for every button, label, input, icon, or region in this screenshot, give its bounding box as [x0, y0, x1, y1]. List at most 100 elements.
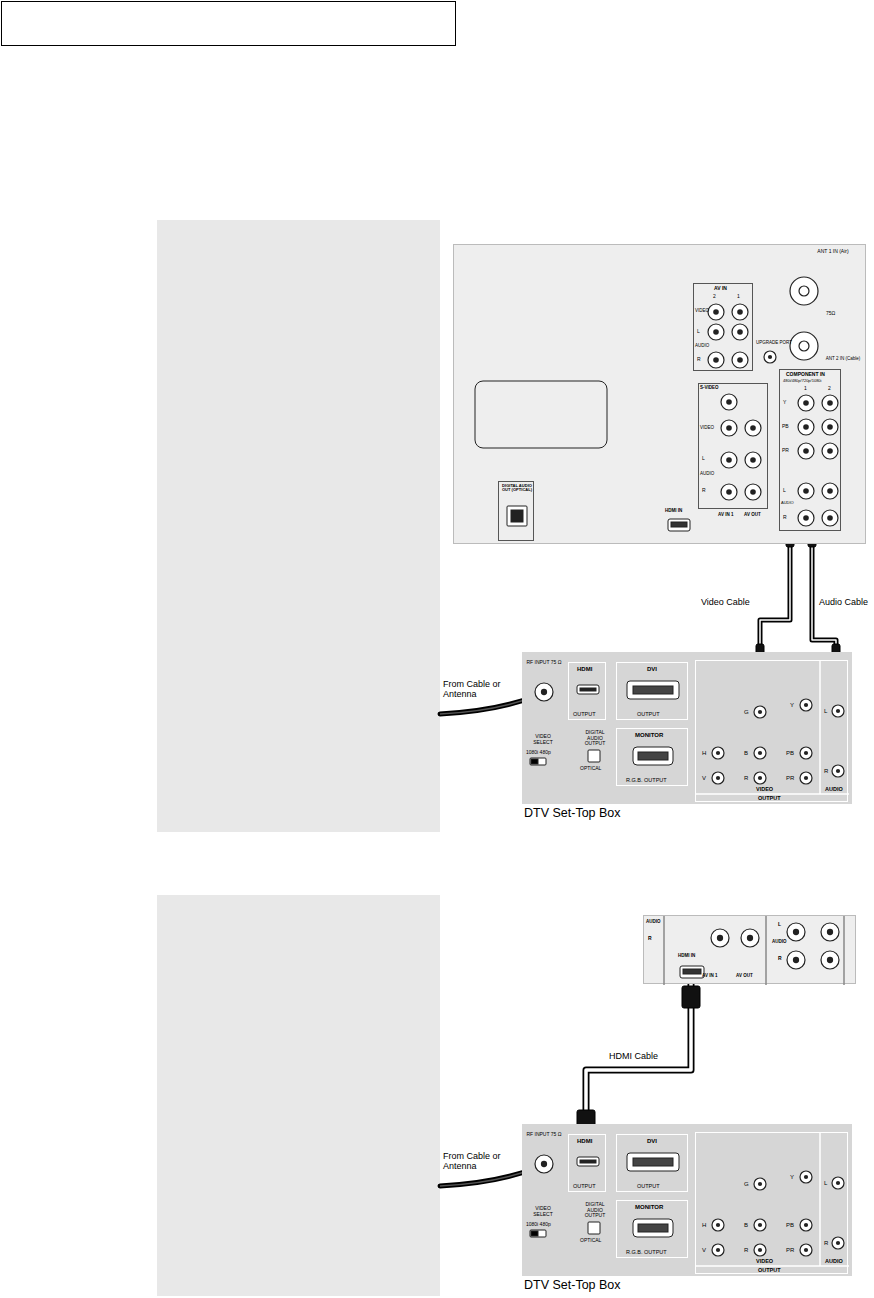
port-label: AUDIO — [825, 786, 843, 792]
port-label: 1 — [804, 386, 807, 392]
jack-core — [737, 329, 743, 335]
port-label: VIDEO — [695, 309, 709, 314]
port-label: PR — [786, 1247, 794, 1254]
jack — [799, 286, 809, 296]
port-label: OUTPUT — [758, 795, 781, 801]
port-label: HDMI IN — [678, 954, 695, 959]
jack-core — [793, 929, 799, 935]
port-label: AUDIO — [825, 1258, 843, 1264]
jack — [800, 1171, 812, 1183]
port-label: V — [702, 1247, 706, 1254]
jack — [721, 420, 737, 436]
jack-core — [799, 341, 809, 351]
jack — [754, 1178, 766, 1190]
jack — [800, 772, 812, 784]
jack — [798, 443, 814, 459]
port-socket — [577, 1157, 599, 1166]
port-label: AUDIO — [700, 472, 714, 477]
port-label: 1 — [737, 294, 740, 300]
jack — [787, 951, 805, 969]
jack-core — [827, 488, 833, 494]
jack-core — [737, 357, 743, 363]
hdmi-output-box: HDMI OUTPUT — [568, 662, 606, 720]
jack-core — [758, 1182, 762, 1186]
cable-connector — [756, 531, 794, 660]
tv-rear-panel-detail: AUDIORAV IN 1AV OUTLAUDIORHDMI IN — [643, 915, 856, 984]
port-label: L — [702, 456, 705, 462]
jack — [535, 1155, 553, 1173]
port-label: L — [783, 488, 786, 494]
port-label: R.G.B. OUTPUT — [626, 777, 667, 783]
port-socket — [638, 1224, 668, 1232]
port-label: OUTPUT — [758, 1267, 781, 1273]
divider-line — [696, 1265, 849, 1267]
port-label: HDMI — [577, 666, 592, 673]
cable-label: Audio Cable — [818, 598, 869, 608]
port-socket — [633, 1158, 673, 1166]
jack-core — [804, 776, 808, 780]
port-label: OUTPUT — [573, 711, 596, 717]
port-label: PR — [786, 775, 794, 782]
port-label: AV IN 1 — [702, 974, 717, 979]
cable-core — [760, 531, 790, 660]
jack-core — [713, 329, 719, 335]
jack-core — [804, 1175, 808, 1179]
port-label: G — [744, 1181, 749, 1188]
port-socket — [507, 506, 527, 526]
jack-core — [758, 710, 762, 714]
jack-core — [804, 751, 808, 755]
port-label: AUDIO — [781, 501, 794, 505]
jack — [754, 706, 766, 718]
port-label: R — [778, 956, 782, 962]
port-label: 2 — [828, 386, 831, 392]
jack-core — [737, 309, 743, 315]
port-drawing — [694, 284, 754, 372]
jack-core — [836, 769, 840, 773]
port-label: DIGITAL AUDIO OUTPUT — [578, 1202, 612, 1219]
port-label: DVI — [647, 666, 657, 673]
jack — [754, 747, 766, 759]
port-socket — [633, 1219, 673, 1237]
port-socket — [580, 1160, 596, 1163]
port-socket — [530, 758, 546, 765]
port-label: COMPONENT IN — [786, 372, 825, 378]
jack-core — [716, 776, 720, 780]
jack-core — [803, 515, 809, 521]
port-socket — [475, 381, 607, 448]
port-label: DVI — [647, 1138, 657, 1145]
av-output-box: GYHBPBVRPRLRVIDEOAUDIOOUTPUT — [695, 660, 848, 802]
jack-core — [827, 424, 833, 430]
port-label: 2 — [713, 294, 716, 300]
cable-label: Video Cable — [700, 598, 751, 608]
jack-core — [793, 957, 799, 963]
port-label: RF INPUT 75 Ω — [526, 660, 562, 666]
port-label: DIGITAL AUDIO OUT (OPTICAL) — [500, 484, 534, 493]
av-output-box: GYHBPBVRPRLRVIDEOAUDIOOUTPUT — [695, 1132, 848, 1274]
port-label: AUDIO — [695, 344, 709, 349]
cable-line — [586, 984, 691, 1134]
jack — [535, 683, 553, 701]
jack-core — [716, 1248, 720, 1252]
port-label: UPGRADE PORT — [756, 341, 792, 346]
jack — [721, 452, 737, 468]
port-label: G — [744, 709, 749, 716]
port-label: OUTPUT — [573, 1183, 596, 1189]
port-socket — [588, 1222, 600, 1234]
port-label: ANT 1 IN (Air) — [804, 249, 862, 255]
jack-core — [836, 1181, 840, 1185]
text-panel — [157, 220, 440, 832]
port-socket — [531, 759, 538, 764]
cable-connector — [577, 984, 700, 1134]
port-label: PR — [782, 448, 789, 454]
jack-core — [827, 400, 833, 406]
jack-core — [804, 703, 808, 707]
jack-core — [827, 957, 833, 963]
cable-core — [812, 531, 836, 660]
divider-line — [765, 916, 767, 985]
port-label: MONITOR — [635, 1204, 663, 1211]
jack-core — [803, 400, 809, 406]
port-label: PB — [786, 750, 794, 757]
jack — [712, 772, 724, 784]
jack — [711, 929, 729, 947]
